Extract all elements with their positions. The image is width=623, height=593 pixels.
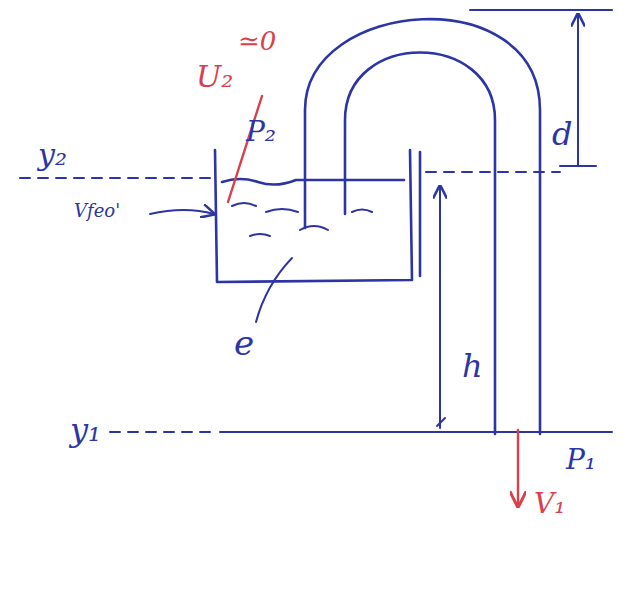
tank-wall <box>215 150 412 282</box>
velocity-label: V₁ <box>534 490 565 518</box>
dimension-tick <box>560 165 596 167</box>
level-label: y₁ <box>70 414 101 446</box>
density-label: e <box>234 326 254 360</box>
leader-line <box>228 96 262 202</box>
level-line <box>20 177 212 179</box>
dimension-tick <box>437 418 445 426</box>
velocity-arrow <box>517 430 519 506</box>
pressure-label: P₂ <box>246 118 276 146</box>
siphon-tube <box>345 53 495 435</box>
water-ripple <box>232 203 372 236</box>
level-line <box>220 431 612 433</box>
dimension-arrow <box>577 14 579 165</box>
level-line <box>426 171 560 173</box>
tank-wall <box>419 152 422 276</box>
siphon-tube <box>305 19 540 434</box>
water-surface <box>222 179 404 185</box>
feed-arrow <box>150 210 214 214</box>
velocity-label: U₂ <box>196 62 233 92</box>
dimension-label: h <box>462 350 483 382</box>
feed-label: Vfeo' <box>74 202 120 220</box>
approx-value: ≃0 <box>238 28 276 54</box>
level-label: y₂ <box>38 140 67 170</box>
dimension-label: d <box>552 118 572 150</box>
dimension-arrow <box>439 186 441 428</box>
leader-line <box>256 258 292 322</box>
level-line <box>470 9 612 11</box>
level-line <box>110 431 210 433</box>
pressure-label: P₁ <box>566 446 596 474</box>
